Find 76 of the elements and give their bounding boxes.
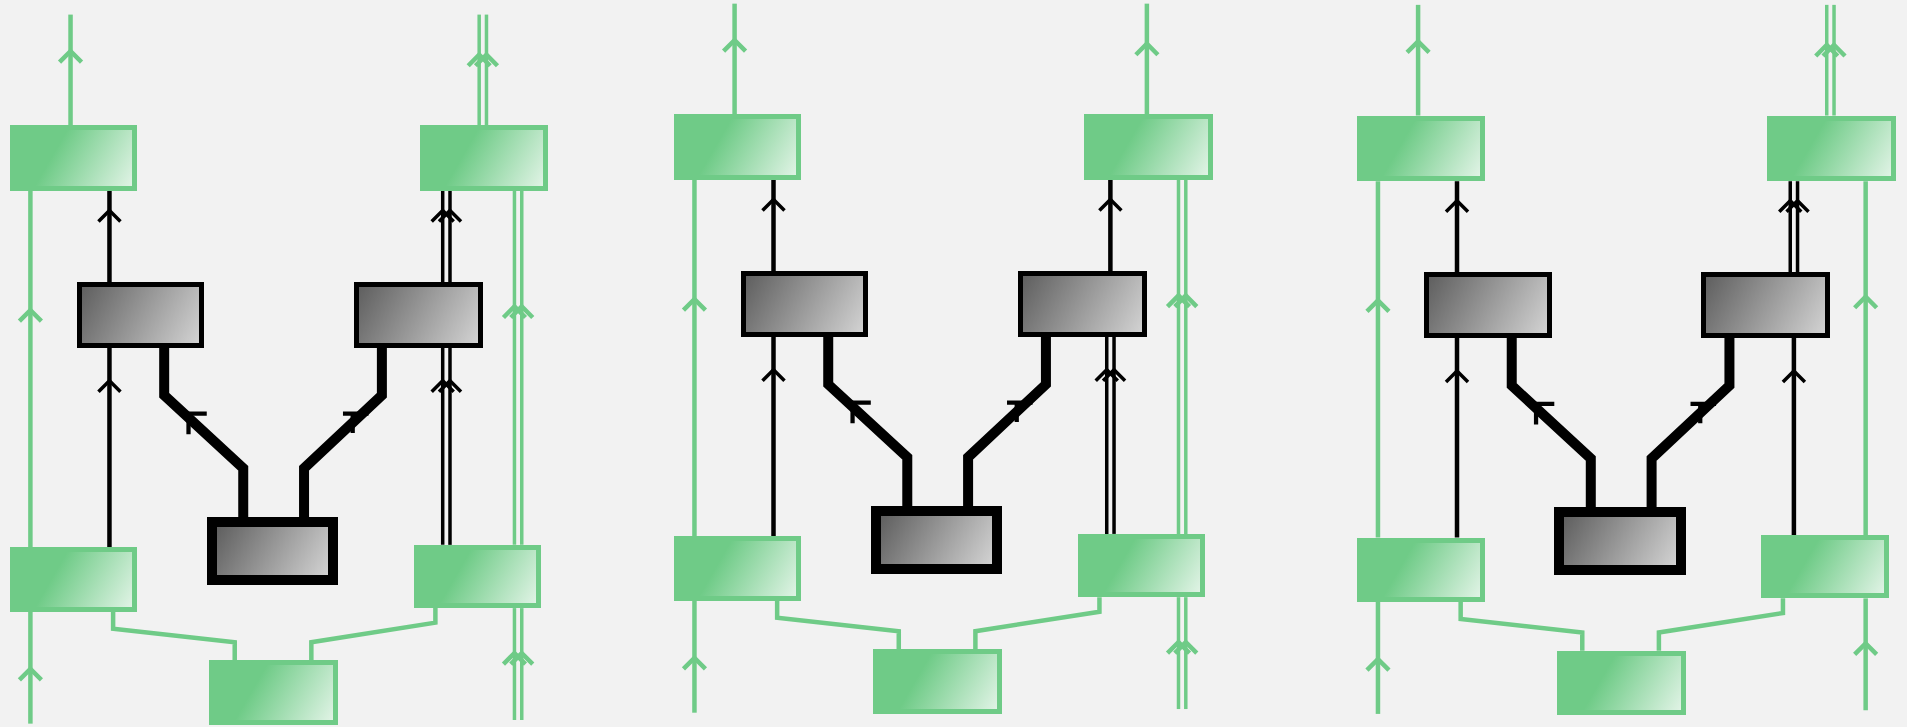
- arrow: [1133, 3, 1161, 115]
- process-box: [9, 125, 138, 191]
- process-box: [9, 547, 138, 612]
- arrow: [17, 190, 44, 548]
- arrow: [1097, 180, 1124, 272]
- process-box: [870, 505, 1003, 575]
- process-box: [740, 271, 869, 337]
- arrow: [721, 3, 748, 115]
- process-box: [209, 660, 339, 725]
- arrow: [473, 14, 500, 126]
- process-box: [1554, 507, 1686, 576]
- arrow: [1784, 181, 1811, 273]
- arrow: [1101, 336, 1127, 534]
- process-box: [413, 544, 542, 609]
- arrow: [1777, 181, 1803, 273]
- arrow: [1781, 338, 1807, 536]
- process-box: [419, 125, 549, 191]
- connector-line: [309, 608, 438, 661]
- thick-connector: [1506, 338, 1596, 508]
- arrow: [1094, 336, 1120, 534]
- process-box: [76, 282, 205, 348]
- arrow: [1165, 180, 1192, 534]
- process-box: [873, 649, 1003, 714]
- connector-line: [1656, 598, 1786, 651]
- connector-line: [110, 611, 237, 661]
- arrow: [1172, 597, 1200, 710]
- process-box: [1761, 535, 1889, 599]
- arrow: [96, 347, 123, 548]
- arrow: [1852, 181, 1879, 536]
- process-box: [673, 114, 802, 180]
- arrow: [1404, 4, 1432, 116]
- process-box: [1357, 537, 1485, 602]
- thick-connector: [1646, 338, 1735, 508]
- process-box: [1424, 272, 1552, 339]
- arrow: [1852, 598, 1879, 711]
- process-box: [1357, 115, 1485, 182]
- process-box: [1701, 272, 1831, 339]
- process-box: [1017, 271, 1147, 337]
- process-box: [1083, 114, 1213, 180]
- arrow: [681, 180, 708, 537]
- arrow: [17, 611, 44, 724]
- arrow: [1172, 180, 1200, 534]
- arrow: [1364, 181, 1392, 538]
- thick-connector: [963, 336, 1051, 506]
- arrow: [429, 347, 456, 545]
- arrow: [429, 190, 456, 283]
- connector-line: [973, 597, 1102, 650]
- arrow: [1813, 4, 1840, 116]
- arrow: [760, 180, 787, 272]
- connector-line: [1458, 602, 1585, 651]
- process-box: [353, 282, 483, 348]
- arrow: [96, 190, 123, 283]
- process-box: [1077, 533, 1206, 598]
- process-box: [673, 536, 802, 601]
- arrow: [508, 608, 535, 720]
- thick-connector: [299, 347, 387, 517]
- process-box: [1767, 115, 1897, 182]
- arrow: [1820, 4, 1848, 116]
- arrow: [1444, 338, 1470, 538]
- process-box: [1556, 650, 1686, 716]
- arrow: [760, 336, 787, 537]
- thick-connector: [159, 347, 249, 517]
- arrow: [465, 14, 493, 126]
- arrow: [1444, 181, 1470, 273]
- arrow: [1364, 602, 1392, 714]
- arrow: [501, 608, 528, 720]
- connector-line: [774, 600, 901, 650]
- thick-connector: [823, 336, 913, 506]
- process-box: [206, 516, 339, 585]
- arrow: [508, 190, 535, 545]
- arrow: [437, 347, 463, 545]
- arrow: [501, 190, 528, 545]
- arrow: [1165, 597, 1192, 710]
- arrow: [681, 600, 708, 713]
- arrow: [437, 190, 463, 283]
- arrow: [57, 14, 84, 126]
